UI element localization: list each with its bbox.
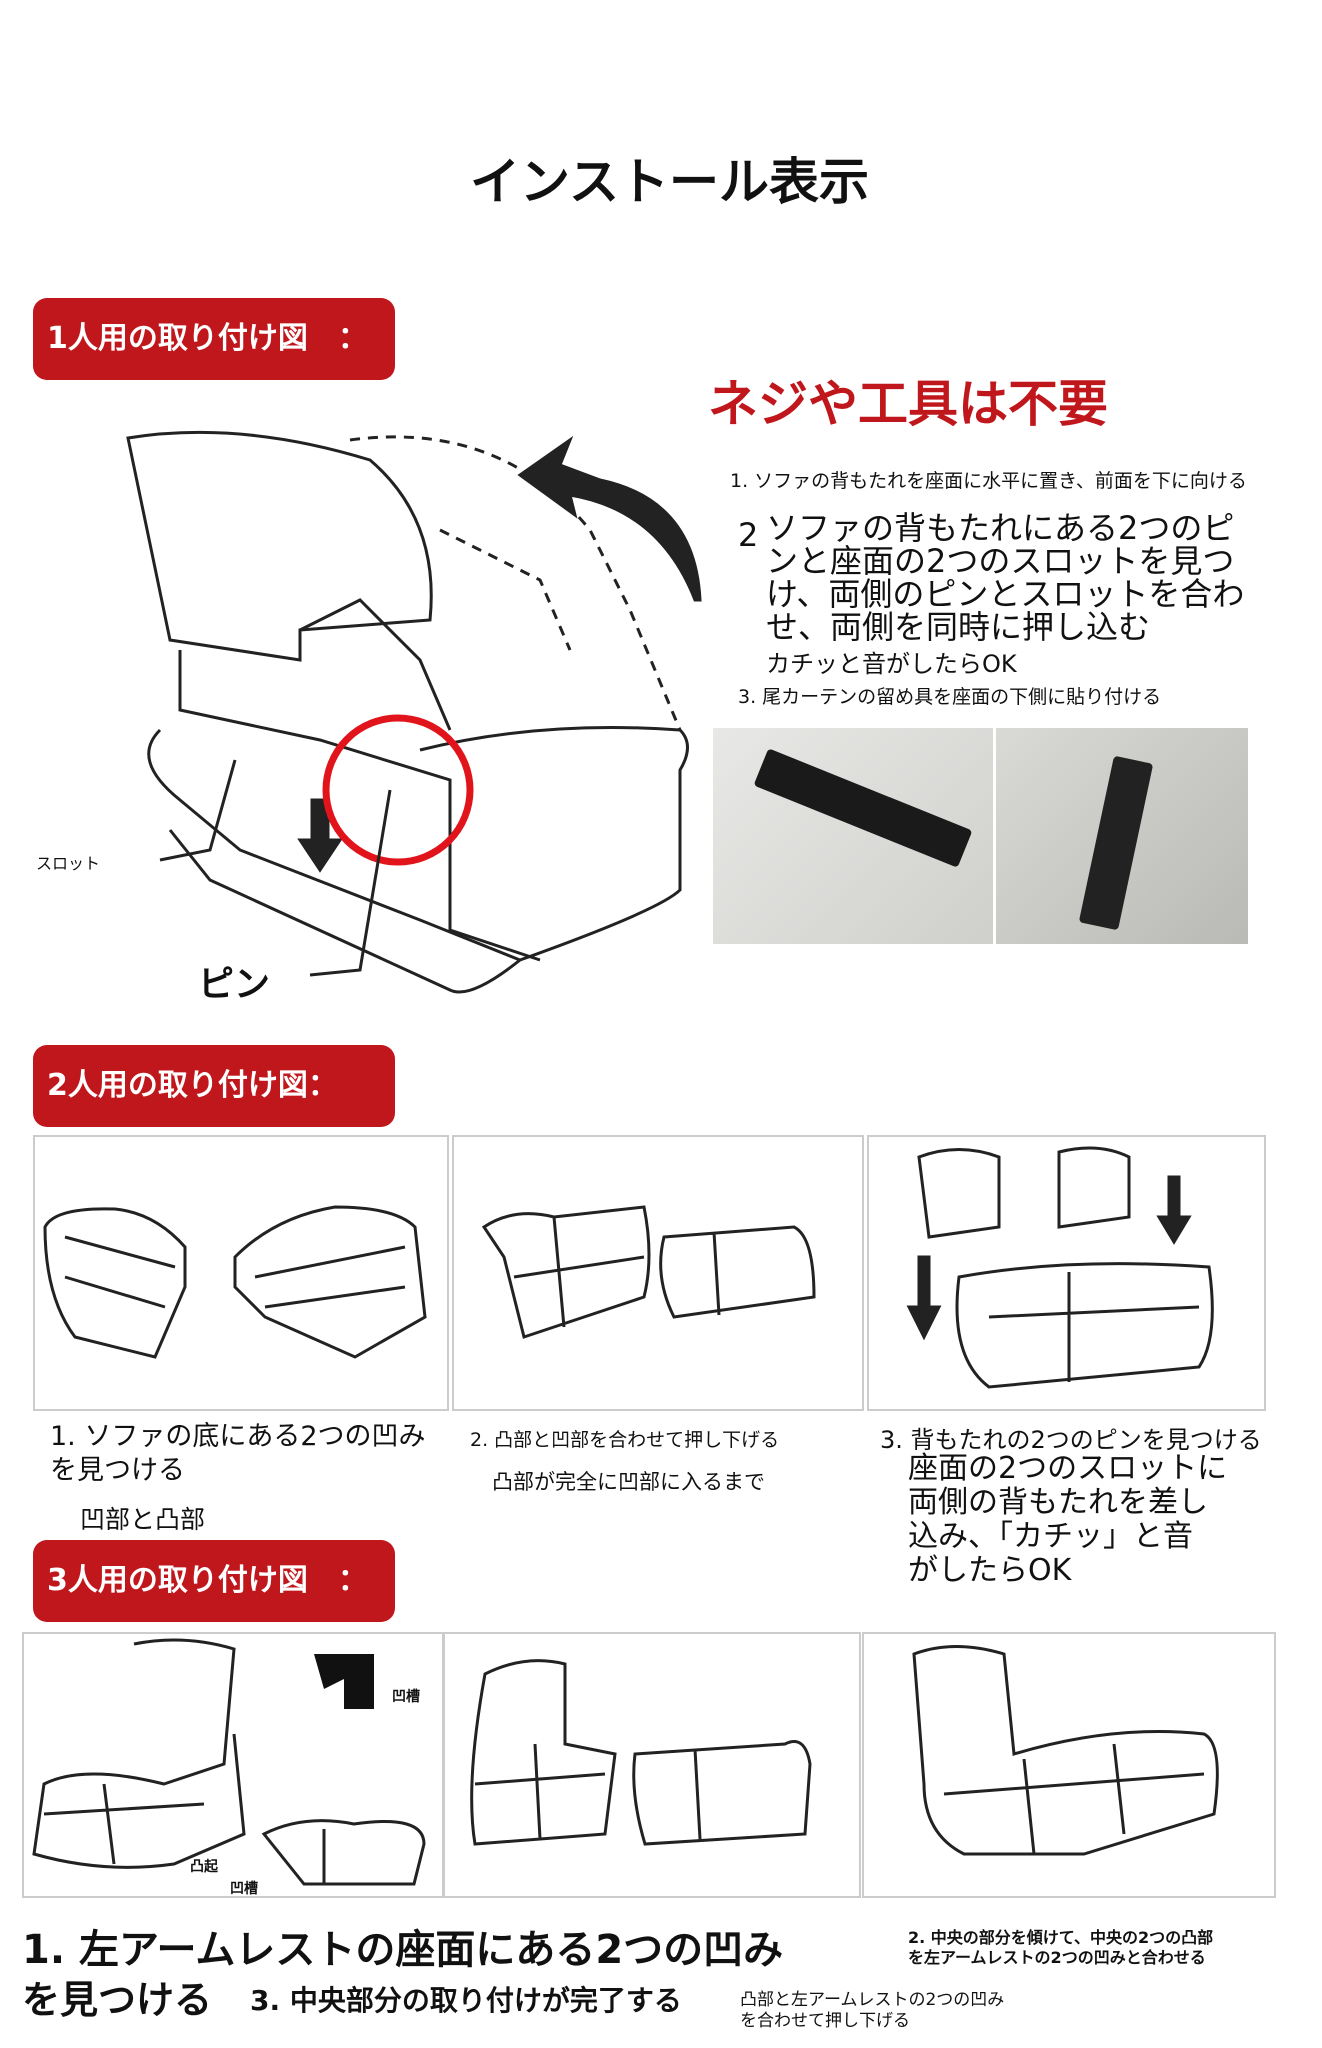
step-2-line: ソファの背もたれにある2つのピ xyxy=(766,509,1235,547)
step-2-line: せ、両側を同時に押し込む xyxy=(766,608,1151,646)
three-step-2b: 凸部と左アームレストの2つの凹み を合わせて押し下げる xyxy=(740,1990,1004,2032)
two-seat-panel-2 xyxy=(452,1135,864,1411)
three-step-1: 1. 左アームレストの座面にある2つの凹み xyxy=(22,1927,784,1973)
two-step-1: 1. ソファの底にある2つの凹みを見つける xyxy=(50,1421,426,1486)
step-3-line: がしたらOK xyxy=(908,1553,1072,1588)
two-step-2: 2. 凸部と凹部を合わせて押し下げる xyxy=(470,1429,780,1451)
page-title: インストール表示 xyxy=(470,153,869,211)
banner-three-seat: 3人用の取り付け図 ： xyxy=(33,1540,395,1622)
photo-slot xyxy=(713,728,993,944)
step-3-line: 座面の2つのスロットに xyxy=(908,1451,1228,1486)
banner-single-seat: 1人用の取り付け図 ： xyxy=(33,298,395,380)
single-step-1: 1. ソファの背もたれを座面に水平に置き、前面を下に向ける xyxy=(730,470,1247,492)
three-step-1-cont: を見つける xyxy=(22,1978,213,2022)
step-2-line: ンと座面の2つのスロットを見つ xyxy=(766,542,1235,580)
label-boss: 凸起 xyxy=(190,1859,218,1875)
step-3-line: 両側の背もたれを差し xyxy=(908,1485,1208,1520)
label-recess-2: 凹槽 xyxy=(230,1881,258,1897)
three-seat-panel-3 xyxy=(862,1632,1276,1898)
two-seat-panel-1 xyxy=(33,1135,449,1411)
slot-bracket xyxy=(753,748,973,868)
label-pin: ピン xyxy=(198,964,271,1005)
label-slot: スロット xyxy=(36,854,101,873)
two-step-3-detail: 座面の2つのスロットに 両側の背もたれを差し 込み、「カチッ」と音 がしたらOK xyxy=(908,1452,1227,1588)
two-step-1-sub: 凹部と凸部 xyxy=(80,1505,206,1534)
step-2-line: を左アームレストの2つの凹みと合わせる xyxy=(908,1948,1206,1967)
single-step-2-number: 2 xyxy=(738,516,759,554)
single-step-2: ソファの背もたれにある2つのピ ンと座面の2つのスロットを見つ け、両側のピンと… xyxy=(766,512,1244,644)
three-step-2: 2. 中央の部分を傾けて、中央の2つの凸部 を左アームレストの2つの凹みと合わせ… xyxy=(908,1928,1213,1968)
pin-bracket xyxy=(1078,755,1154,931)
single-step-3: 3. 尾カーテンの留め具を座面の下側に貼り付ける xyxy=(738,686,1162,708)
photo-pin xyxy=(996,728,1248,944)
step-2b-line: を合わせて押し下げる xyxy=(740,2011,910,2031)
three-step-3: 3. 中央部分の取り付けが完了する xyxy=(250,1984,682,2017)
label-recess: 凹槽 xyxy=(392,1689,420,1705)
two-seat-panel-3 xyxy=(867,1135,1266,1411)
step-3-line: 込み、「カチッ」と音 xyxy=(908,1519,1193,1554)
two-step-2-sub: 凸部が完全に凹部に入るまで xyxy=(492,1470,765,1494)
step-2b-line: 凸部と左アームレストの2つの凹み xyxy=(740,1990,1005,2010)
no-tools-heading: ネジや工具は不要 xyxy=(708,375,1108,433)
two-step-3: 3. 背もたれの2つのピンを見つける xyxy=(880,1426,1262,1454)
single-step-2-overlay: カチッと音がしたらOK xyxy=(766,650,1017,678)
step-2-line: 2. 中央の部分を傾けて、中央の2つの凸部 xyxy=(908,1928,1214,1947)
step-2-line: け、両側のピンとスロットを合わ xyxy=(766,575,1245,613)
three-seat-panel-2 xyxy=(443,1632,861,1898)
banner-two-seat: 2人用の取り付け図： xyxy=(33,1045,395,1127)
three-seat-panel-1 xyxy=(22,1632,444,1898)
single-seat-illustration xyxy=(120,400,720,1000)
